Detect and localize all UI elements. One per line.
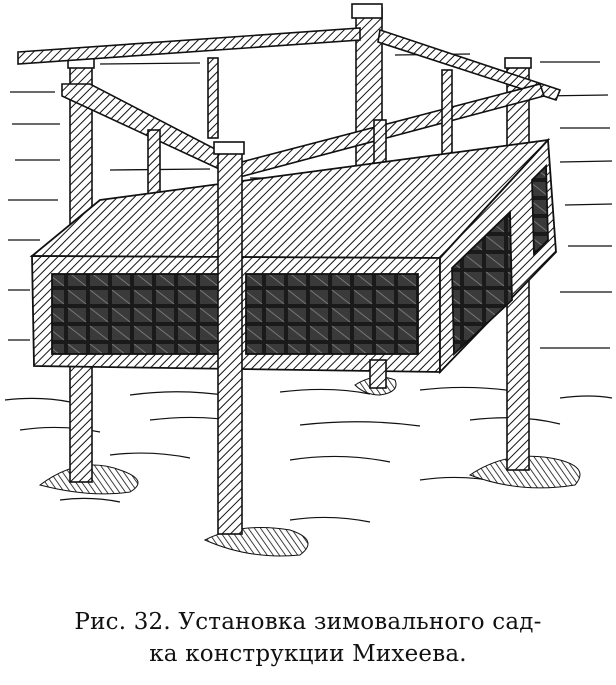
- cage-installation-illustration: [4, 3, 613, 557]
- cage-box: [29, 137, 557, 375]
- caption-line-2: ка конструкции Михеева.: [149, 641, 467, 667]
- top-frame: [17, 27, 562, 179]
- front-posts: [213, 141, 387, 535]
- caption-line-1: Рис. 32. Установка зимовального сад-: [74, 609, 542, 635]
- figure-caption: Рис. 32. Установка зимовального сад- ка …: [0, 606, 616, 670]
- ground-mounds: [38, 376, 581, 557]
